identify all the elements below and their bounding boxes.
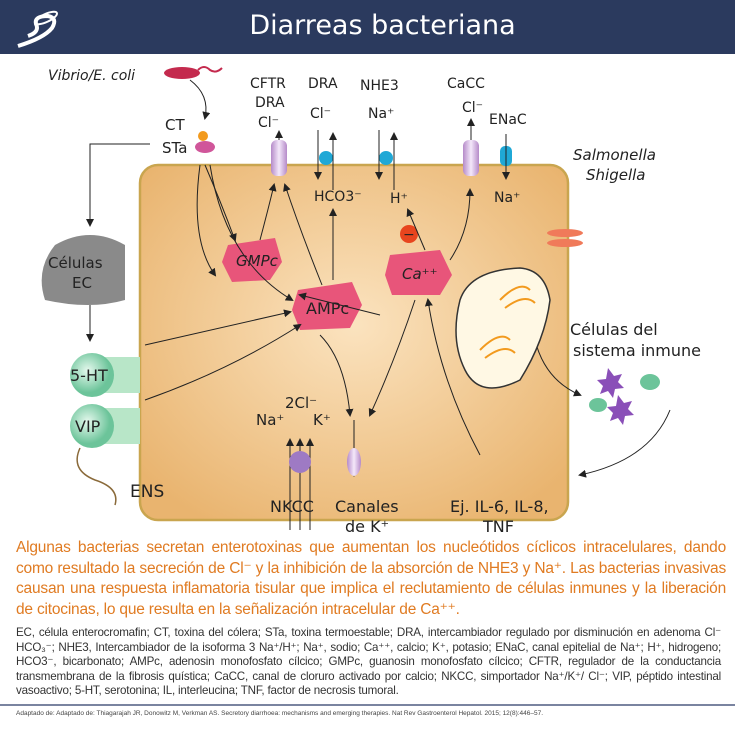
nkcc-label: NKCC <box>270 497 314 516</box>
header-bar: Diarreas bacteriana <box>0 0 735 54</box>
vip-receptor <box>70 404 114 448</box>
k-channel <box>347 448 361 476</box>
enac-label: ENaC <box>489 112 527 128</box>
5ht-label: 5-HT <box>70 366 108 385</box>
sta-label: STa <box>162 139 187 157</box>
na2-label: Na⁺ <box>494 190 520 206</box>
celulas-ec-label-2: EC <box>72 274 92 292</box>
cacc-channel <box>463 140 479 176</box>
toxin-icon <box>198 131 208 141</box>
bacterium-icon <box>164 67 200 79</box>
ampc-shape <box>292 282 362 330</box>
ampc-label: AMPc <box>306 299 349 318</box>
vibrio-label: Vibrio/E. coli <box>48 68 135 84</box>
ca-label: Ca⁺⁺ <box>402 265 438 283</box>
summary-text: Algunas bacterias secretan enterotoxinas… <box>16 539 726 618</box>
canales-label-2: de K⁺ <box>345 517 389 536</box>
celulas-ec-label: Células <box>48 254 103 272</box>
cftr-label: CFTR <box>250 76 286 92</box>
cytokines-label-2: TNF <box>482 517 514 536</box>
immune-cells-icon <box>589 368 660 425</box>
page-title: Diarreas bacteriana <box>249 10 516 41</box>
ens-label: ENS <box>130 482 164 502</box>
dra-label: DRA <box>255 95 285 111</box>
cytokines-label: Ej. IL-6, IL-8, <box>450 497 549 516</box>
citation: Adaptado de: Adaptado de: Thiagarajah JR… <box>16 709 544 717</box>
hco3-label: HCO3⁻ <box>314 189 362 205</box>
canales-label: Canales <box>335 497 399 516</box>
na3-label: Na⁺ <box>256 411 284 429</box>
celulas-ec <box>41 235 125 305</box>
vacuole <box>455 267 551 389</box>
nhe3-channel <box>379 151 393 165</box>
h-label: H⁺ <box>390 191 408 207</box>
na-label: Na⁺ <box>368 106 394 122</box>
salmonella-label: Salmonella <box>573 146 656 164</box>
gmpc-shape <box>222 238 282 282</box>
dra-channel <box>319 151 333 165</box>
immune-cells-label-2: sistema inmune <box>573 341 701 360</box>
ct-label: CT <box>165 116 185 134</box>
2cl-label: 2Cl⁻ <box>285 394 317 412</box>
k-label: K⁺ <box>313 411 331 429</box>
ca-shape <box>385 250 452 295</box>
cl-label: Cl⁻ <box>258 115 279 131</box>
immune-cells-label: Células del <box>570 320 658 339</box>
gmpc-label: GMPc <box>236 252 279 270</box>
logo-icon <box>17 10 59 48</box>
text-section: Algunas bacterias secretan enterotoxinas… <box>0 538 735 719</box>
vip-label: VIP <box>75 417 101 436</box>
divider <box>0 703 735 706</box>
inhibition-sign: − <box>403 227 415 243</box>
glossary-text: EC, célula enterocromafin; CT, toxina de… <box>16 626 721 698</box>
cacc-label: CaCC <box>447 76 485 92</box>
cl2-label: Cl⁻ <box>310 106 331 122</box>
nkcc-channel <box>289 451 311 473</box>
diarrhea-mechanism-diagram: Vibrio/E. coli CT STa Células EC 5-HT VI… <box>41 66 701 536</box>
cftr-channel <box>271 140 287 176</box>
cl3-label: Cl⁻ <box>462 100 483 116</box>
nhe3-label: NHE3 <box>360 78 399 94</box>
dra2-label: DRA <box>308 76 338 92</box>
5ht-receptor <box>70 353 114 397</box>
receptor-icon <box>195 141 215 153</box>
shigella-label: Shigella <box>586 166 645 184</box>
